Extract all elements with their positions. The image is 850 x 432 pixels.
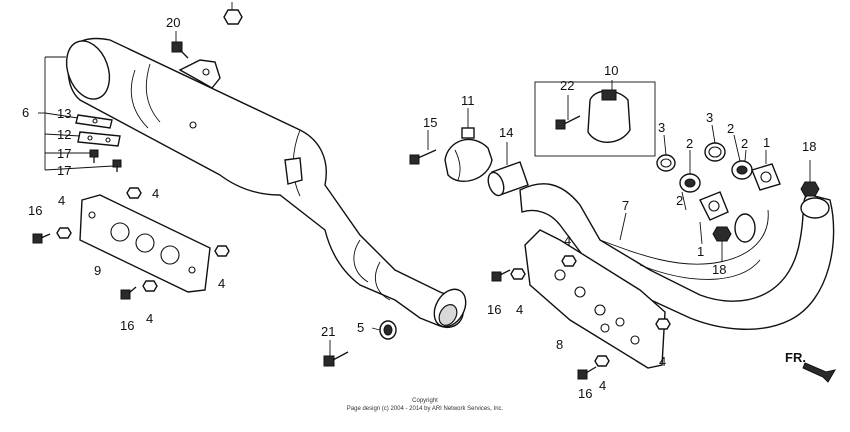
nut-4-mid[interactable] [561,255,577,267]
label-1b: 1 [697,244,704,259]
clamp-10-box [534,81,656,157]
heat-shield-9[interactable] [79,194,211,293]
plate-12[interactable] [77,131,121,147]
front-direction-arrow [802,362,837,383]
label-4g: 4 [659,354,666,369]
label-13: 13 [57,106,71,121]
bolt-16d[interactable] [577,366,597,380]
gasket-3a[interactable] [656,154,676,172]
label-1a: 1 [763,135,770,150]
collar-2b[interactable] [731,160,753,180]
label-4c: 4 [218,276,225,291]
bolt-21[interactable] [323,351,349,367]
leader-lines [38,2,811,356]
label-17a: 17 [57,146,71,161]
label-4d: 4 [146,311,153,326]
label-2a: 2 [686,136,693,151]
label-9: 9 [94,263,101,278]
label-14: 14 [499,125,513,140]
part-number-labels: 20 6 13 12 17 17 4 16 4 9 4 4 16 15 11 1… [22,15,816,401]
label-6: 6 [22,105,29,120]
label-18b: 18 [712,262,726,277]
flange-1b[interactable] [751,163,781,191]
label-4h: 4 [599,378,606,393]
label-16c: 16 [487,302,501,317]
label-11: 11 [461,93,475,108]
bolt-16c[interactable] [491,269,511,282]
bolt-22[interactable] [555,115,581,130]
nut-4-bracket[interactable] [510,268,526,280]
bolt-20[interactable] [171,41,189,59]
label-16d: 16 [578,386,592,401]
nut-4-lower[interactable] [142,280,158,292]
label-8: 8 [556,337,563,352]
nut-4-right[interactable] [214,245,230,257]
muffler[interactable] [59,35,472,332]
heat-shield-8[interactable] [524,229,666,369]
nut-18a[interactable] [800,181,820,197]
collar-2a[interactable] [679,173,701,193]
exhaust-pipe-7[interactable] [519,183,835,330]
label-4a: 4 [152,186,159,201]
label-12: 12 [57,127,71,142]
label-3a: 3 [658,120,665,135]
copyright-notice: Copyright Page design (c) 2004 - 2014 by… [347,398,504,412]
bolt-17a[interactable] [89,149,99,163]
copyright-line-1: Copyright [412,398,438,404]
clamp-11[interactable] [444,127,493,183]
label-21: 21 [321,324,335,339]
label-2b: 2 [727,121,734,136]
nut-top[interactable] [223,9,243,25]
label-10: 10 [604,63,618,78]
bolt-16a[interactable] [32,233,51,244]
label-3b: 3 [706,110,713,125]
label-fr: FR. [785,350,806,365]
label-16a: 16 [28,203,42,218]
nut-4-shield-bottom[interactable] [594,355,610,367]
bolt-17b[interactable] [112,159,122,172]
clamp-10[interactable] [587,89,631,143]
label-4e: 4 [564,233,571,248]
nut-18b[interactable] [712,226,732,242]
nut-4-left[interactable] [56,227,72,239]
label-17b: 17 [57,163,71,178]
label-7: 7 [622,198,629,213]
copyright-line-2: Page design (c) 2004 - 2014 by ARI Netwo… [347,406,504,412]
label-4f: 4 [516,302,523,317]
bolt-15[interactable] [409,149,437,165]
gasket-3b[interactable] [704,142,726,162]
label-2d: 2 [676,193,683,208]
nut-4-top[interactable] [126,187,142,199]
plate-13[interactable] [75,114,113,129]
label-4b: 4 [58,193,65,208]
tube-14[interactable] [485,161,529,198]
label-18a: 18 [802,139,816,154]
label-5: 5 [357,320,364,335]
nut-4-shield-right[interactable] [655,318,671,330]
label-2c: 2 [741,136,748,151]
label-20: 20 [166,15,180,30]
rubber-mount-5[interactable] [379,320,397,340]
label-15: 15 [423,115,437,130]
bolt-16b[interactable] [120,286,137,300]
flange-1a[interactable] [699,191,729,221]
label-16b: 16 [120,318,134,333]
label-22: 22 [560,78,574,93]
